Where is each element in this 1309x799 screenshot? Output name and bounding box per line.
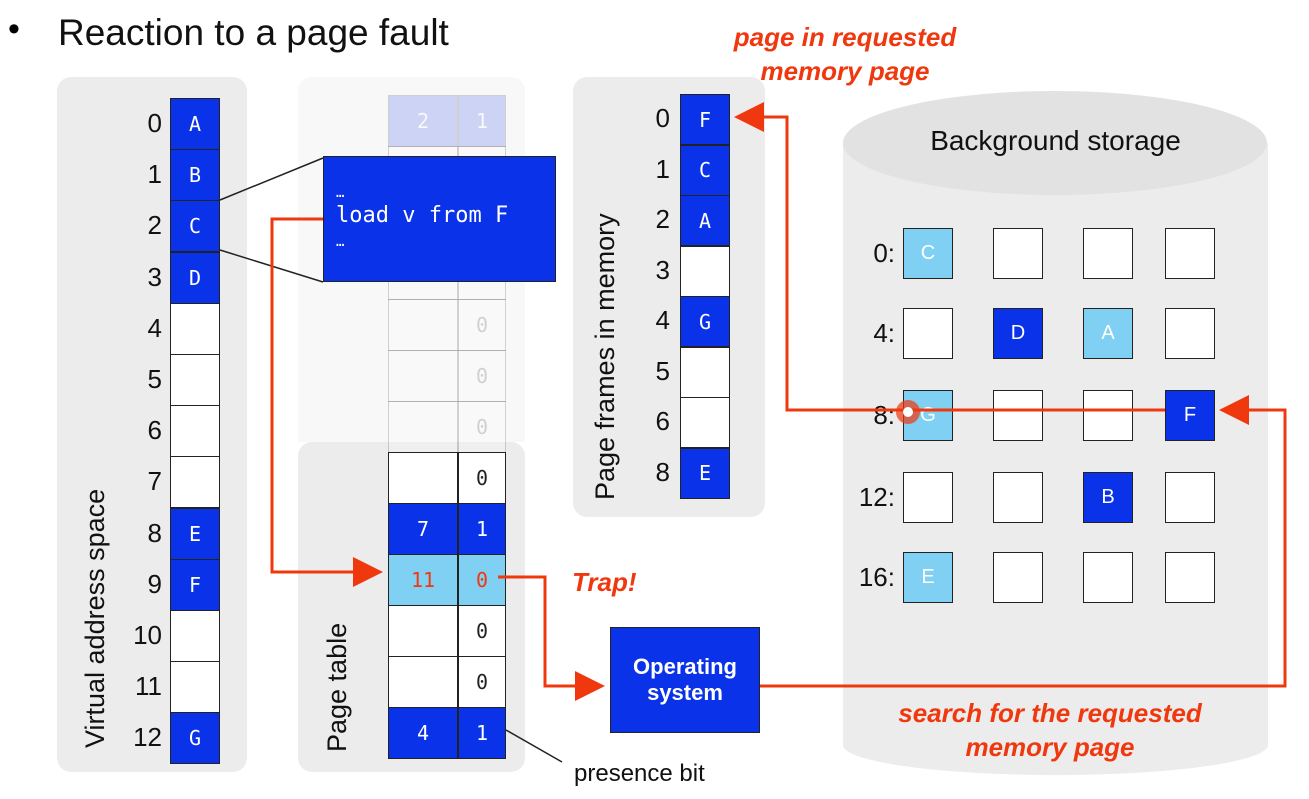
presence-bit-cell: 0: [458, 452, 506, 504]
slide-title: Reaction to a page fault: [58, 12, 449, 53]
storage-row-label: 12:: [858, 482, 895, 512]
code-line: …: [336, 234, 345, 250]
presence-bit-cell: 0: [458, 605, 506, 657]
storage-row-label: 16:: [858, 562, 895, 592]
virtual-page-cell: [170, 354, 220, 406]
bullet: •: [8, 10, 20, 48]
os-label: Operating system: [633, 654, 737, 705]
frame-index: 1: [655, 153, 670, 184]
row-index: 8: [147, 517, 162, 548]
frame-number-cell: 7: [388, 503, 458, 555]
row-index: 1: [147, 159, 162, 190]
row-index: 9: [147, 568, 162, 599]
storage-block-cell: E: [903, 552, 953, 603]
memory-panel: [573, 77, 765, 517]
presence-bit-cell: 0: [458, 299, 506, 351]
frame-number-cell: 11: [388, 554, 458, 606]
row-index: 2: [147, 210, 162, 241]
virtual-page-cell: C: [170, 200, 220, 253]
row-index: 0: [147, 108, 162, 138]
storage-block-cell: [1165, 552, 1215, 603]
memory-frame-cell: [680, 245, 730, 297]
presence-bit-cell: 0: [458, 554, 506, 606]
storage-block-cell: [903, 308, 953, 359]
presence-bit-cell: 0: [458, 656, 506, 708]
frame-number-cell: [388, 656, 458, 708]
code-line: …: [336, 185, 345, 201]
presence-bit-cell: 0: [458, 350, 506, 402]
row-index: 6: [147, 415, 162, 446]
memory-frame-cell: [680, 397, 730, 448]
virtual-page-cell: B: [170, 149, 220, 202]
frame-index: 5: [655, 355, 670, 386]
storage-block-cell: [903, 472, 953, 523]
row-index: 3: [147, 261, 162, 292]
storage-title: Background storage: [930, 125, 1181, 156]
search-annotation: search for the requested memory page: [898, 698, 1202, 762]
storage-block-cell: [993, 390, 1043, 441]
frame-index: 2: [655, 204, 670, 234]
storage-block-cell: [1083, 552, 1133, 603]
frame-index: 4: [655, 305, 670, 335]
operating-system-box: Operating system: [610, 627, 760, 733]
memory-frame-cell: F: [680, 94, 730, 145]
frame-number-cell: 4: [388, 707, 458, 759]
virtual-page-cell: G: [170, 712, 220, 765]
row-index: 12: [133, 722, 162, 753]
memory-frame-cell: C: [680, 144, 730, 196]
frame-number-cell: [388, 299, 458, 351]
storage-row-label: 4:: [873, 318, 895, 348]
storage-block-cell: D: [993, 308, 1043, 359]
storage-block-cell: [1165, 308, 1215, 359]
code-box: … load v from F …: [323, 156, 556, 282]
storage-block-cell: C: [903, 228, 953, 279]
frame-number-cell: [388, 350, 458, 402]
row-index: 5: [147, 364, 162, 394]
virtual-page-cell: [170, 610, 220, 662]
virtual-page-cell: [170, 456, 220, 509]
row-index: 11: [135, 671, 162, 702]
row-index: 4: [147, 312, 162, 343]
memory-frame-cell: E: [680, 447, 730, 499]
storage-block-cell: [1165, 228, 1215, 279]
frame-index: 3: [655, 254, 670, 285]
virtual-page-cell: F: [170, 558, 220, 611]
storage-block-cell: [993, 552, 1043, 603]
virtual-page-cell: D: [170, 251, 220, 304]
storage-block-cell: A: [1083, 308, 1133, 359]
presence-bit-label: presence bit: [574, 760, 705, 787]
virtual-page-cell: [170, 405, 220, 458]
frame-index: 6: [655, 406, 670, 436]
storage-block-cell: [1083, 390, 1133, 441]
row-index: 7: [147, 466, 162, 497]
storage-block-cell: [993, 228, 1043, 279]
storage-row-label: 0:: [873, 238, 895, 268]
storage-block-cell: [1165, 472, 1215, 523]
storage-block-cell: F: [1165, 390, 1215, 441]
virtual-page-cell: E: [170, 507, 220, 560]
frame-index: 0: [655, 103, 670, 133]
storage-block-cell: [993, 472, 1043, 523]
page-in-annotation: page in requested memory page: [733, 22, 957, 86]
frame-number-cell: [388, 452, 458, 504]
virtual-page-cell: [170, 302, 220, 355]
trap-annotation: Trap!: [572, 567, 637, 597]
row-index: 10: [133, 620, 162, 650]
storage-row-label: 8:: [873, 400, 895, 430]
storage-block-cell: B: [1083, 472, 1133, 523]
code-line: load v from F: [336, 203, 509, 228]
presence-bit-cell: 1: [458, 95, 506, 147]
presence-bit-cell: 1: [458, 707, 506, 759]
virtual-page-cell: A: [170, 98, 220, 150]
frame-index: 8: [655, 456, 670, 487]
memory-frame-cell: [680, 346, 730, 398]
frame-number-cell: 2: [388, 95, 458, 147]
storage-block-cell: [1083, 228, 1133, 279]
